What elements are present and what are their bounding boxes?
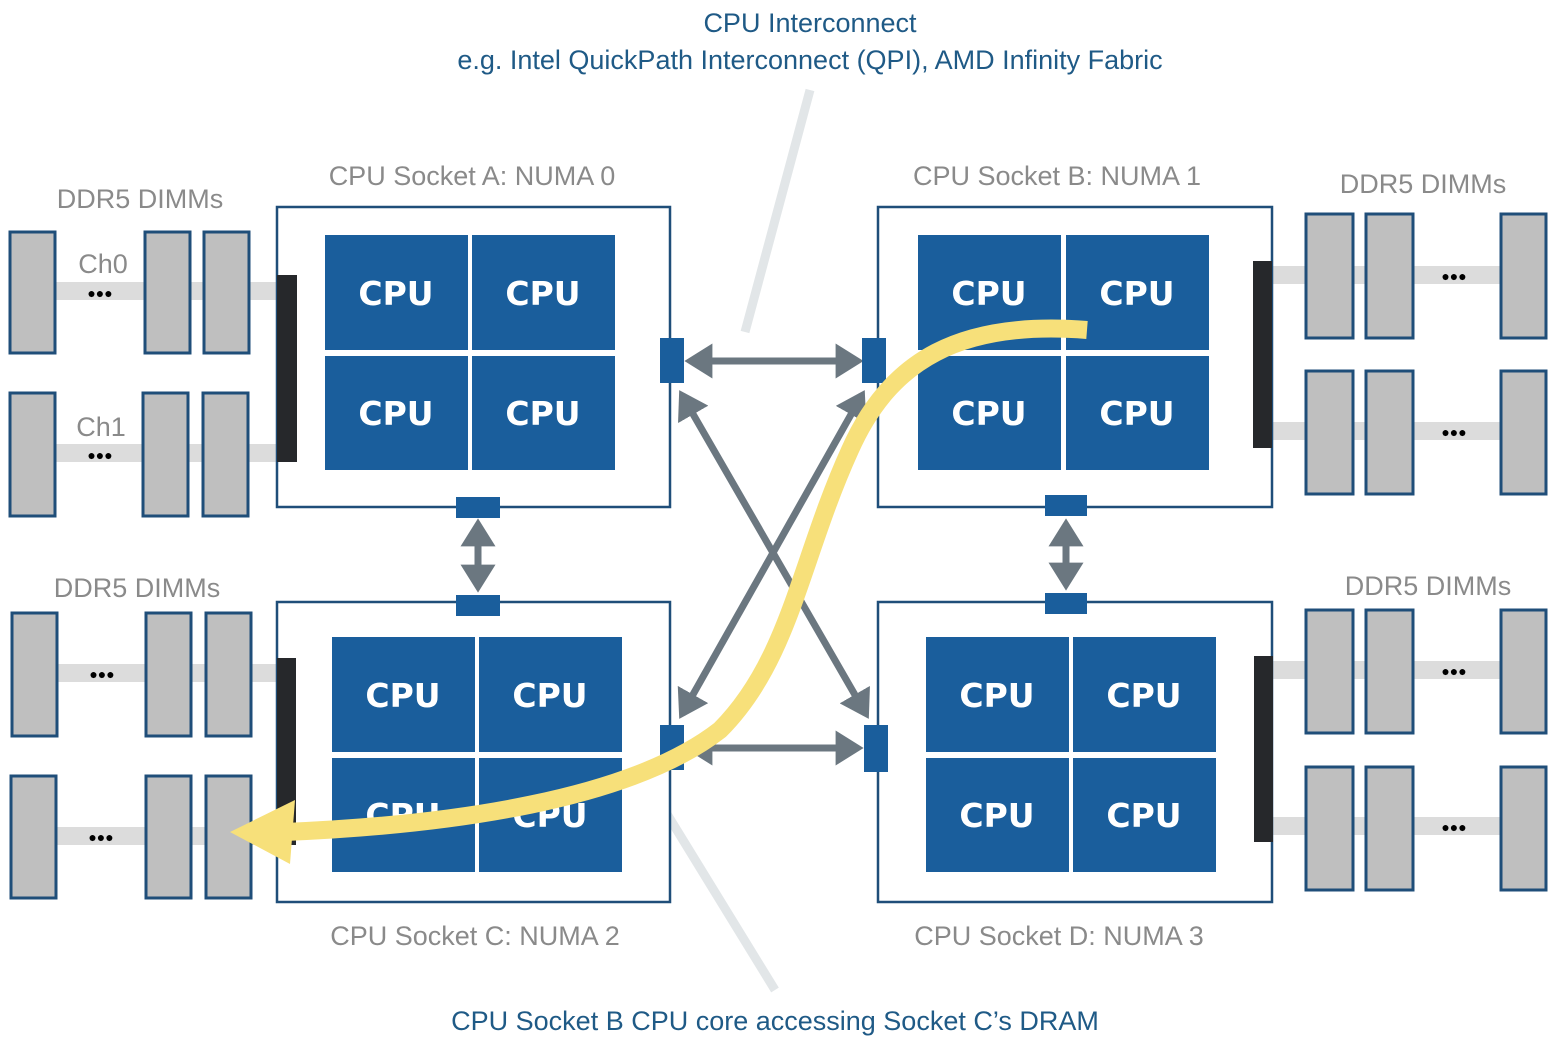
interconnect-title: CPU Interconnect bbox=[703, 8, 917, 38]
cpu-core bbox=[1066, 235, 1209, 350]
socket-d: CPU Socket D: NUMA 3 CPU CPU CPU CPU bbox=[876, 600, 1274, 951]
access-path-caption: CPU Socket B CPU core accessing Socket C… bbox=[451, 1006, 1099, 1036]
dimm-module bbox=[141, 391, 190, 518]
access-path-arrowhead-icon bbox=[230, 800, 295, 864]
dimm-group-label: DDR5 DIMMs bbox=[54, 573, 221, 603]
cpu-core bbox=[1073, 637, 1216, 752]
cpu-core bbox=[918, 356, 1061, 470]
dimm-module bbox=[201, 391, 250, 518]
cpu-core bbox=[926, 758, 1069, 872]
interconnect-links bbox=[460, 343, 1084, 766]
cpu-core bbox=[325, 235, 468, 350]
interconnect-port bbox=[862, 338, 886, 383]
cpu-core-label: CPU bbox=[358, 274, 433, 313]
interconnect-port bbox=[456, 497, 500, 518]
link-b-c-arrow bbox=[677, 390, 867, 719]
dimm-module bbox=[1364, 212, 1415, 340]
interconnect-port bbox=[864, 725, 888, 772]
ellipsis-icon: ●●● bbox=[89, 666, 114, 682]
dimm-group-d: DDR5 DIMMs ●●● ●●● bbox=[1272, 571, 1548, 892]
dimm-module bbox=[1304, 765, 1355, 892]
cpu-core-label: CPU bbox=[1099, 394, 1174, 433]
ellipsis-icon: ●●● bbox=[87, 447, 112, 463]
interconnect-port bbox=[1045, 495, 1087, 516]
cpu-core bbox=[332, 637, 475, 752]
dimm-module bbox=[144, 611, 193, 738]
cpu-core-label: CPU bbox=[951, 274, 1026, 313]
interconnect-port bbox=[660, 338, 684, 383]
dimm-module bbox=[1364, 608, 1415, 735]
dimm-module bbox=[9, 774, 58, 900]
channel-label: Ch0 bbox=[78, 249, 128, 279]
cpu-core-label: CPU bbox=[505, 394, 580, 433]
memory-controller bbox=[1253, 261, 1272, 448]
cpu-core bbox=[926, 637, 1069, 752]
cpu-core bbox=[472, 356, 615, 470]
dimm-module bbox=[1499, 608, 1548, 735]
interconnect-examples: e.g. Intel QuickPath Interconnect (QPI),… bbox=[457, 45, 1162, 75]
cpu-core bbox=[479, 637, 622, 752]
dimm-module bbox=[202, 230, 251, 355]
cpu-core bbox=[1066, 356, 1209, 470]
cpu-core-label: CPU bbox=[358, 394, 433, 433]
dimm-group-label: DDR5 DIMMs bbox=[57, 184, 224, 214]
channel-label: Ch1 bbox=[76, 412, 126, 442]
ellipsis-icon: ●●● bbox=[1441, 663, 1466, 679]
socket-label: CPU Socket D: NUMA 3 bbox=[914, 921, 1204, 951]
cpu-core-label: CPU bbox=[1099, 274, 1174, 313]
remote-access-path bbox=[230, 319, 1088, 864]
dimm-module bbox=[1304, 212, 1355, 340]
dimm-module bbox=[8, 391, 57, 518]
dimm-module bbox=[8, 230, 57, 355]
dimm-module bbox=[1499, 369, 1548, 496]
dimm-module bbox=[1304, 369, 1355, 496]
dimm-group-a: DDR5 DIMMs Ch0 Ch1 ●●● ●●● bbox=[8, 184, 277, 518]
socket-a: CPU Socket A: NUMA 0 CPU CPU CPU CPU bbox=[275, 161, 672, 509]
cpu-core bbox=[325, 356, 468, 470]
dimm-module bbox=[1499, 212, 1548, 340]
cpu-core-label: CPU bbox=[512, 676, 587, 715]
dimm-group-label: DDR5 DIMMs bbox=[1345, 571, 1512, 601]
access-path-curve bbox=[284, 319, 1088, 841]
dimm-module bbox=[10, 611, 59, 738]
memory-controller bbox=[277, 658, 296, 845]
cpu-core bbox=[472, 235, 615, 350]
dimm-module bbox=[1364, 765, 1415, 892]
interconnect-port bbox=[456, 595, 500, 616]
dimm-group-c: DDR5 DIMMs ●●● ●●● bbox=[9, 573, 277, 900]
dimm-group-label: DDR5 DIMMs bbox=[1340, 169, 1507, 199]
dimm-module bbox=[1364, 369, 1415, 496]
cpu-core-label: CPU bbox=[951, 394, 1026, 433]
dimm-module bbox=[143, 230, 192, 355]
socket-label: CPU Socket A: NUMA 0 bbox=[329, 161, 616, 191]
ellipsis-icon: ●●● bbox=[1441, 268, 1466, 284]
ellipsis-icon: ●●● bbox=[1441, 424, 1466, 440]
dimm-module bbox=[144, 774, 193, 900]
dimm-group-b: DDR5 DIMMs ●●● ●●● bbox=[1272, 169, 1548, 496]
memory-controller bbox=[277, 275, 297, 462]
interconnect-ports bbox=[456, 338, 1087, 772]
dimm-module bbox=[1499, 765, 1548, 892]
dimm-module bbox=[204, 611, 253, 738]
dimm-module bbox=[1304, 608, 1355, 735]
memory-controller bbox=[1254, 656, 1273, 842]
cpu-core bbox=[1073, 758, 1216, 872]
socket-label: CPU Socket B: NUMA 1 bbox=[913, 161, 1201, 191]
cpu-core-label: CPU bbox=[505, 274, 580, 313]
interconnect-port bbox=[1045, 593, 1087, 614]
ellipsis-icon: ●●● bbox=[88, 829, 113, 845]
cpu-core-label: CPU bbox=[1106, 796, 1181, 835]
ellipsis-icon: ●●● bbox=[87, 285, 112, 301]
cpu-core-label: CPU bbox=[1106, 676, 1181, 715]
cpu-core-label: CPU bbox=[959, 796, 1034, 835]
cpu-core-label: CPU bbox=[959, 676, 1034, 715]
socket-label: CPU Socket C: NUMA 2 bbox=[330, 921, 620, 951]
cpu-core-label: CPU bbox=[365, 676, 440, 715]
ellipsis-icon: ●●● bbox=[1441, 819, 1466, 835]
interconnect-callout-line bbox=[740, 88, 815, 334]
